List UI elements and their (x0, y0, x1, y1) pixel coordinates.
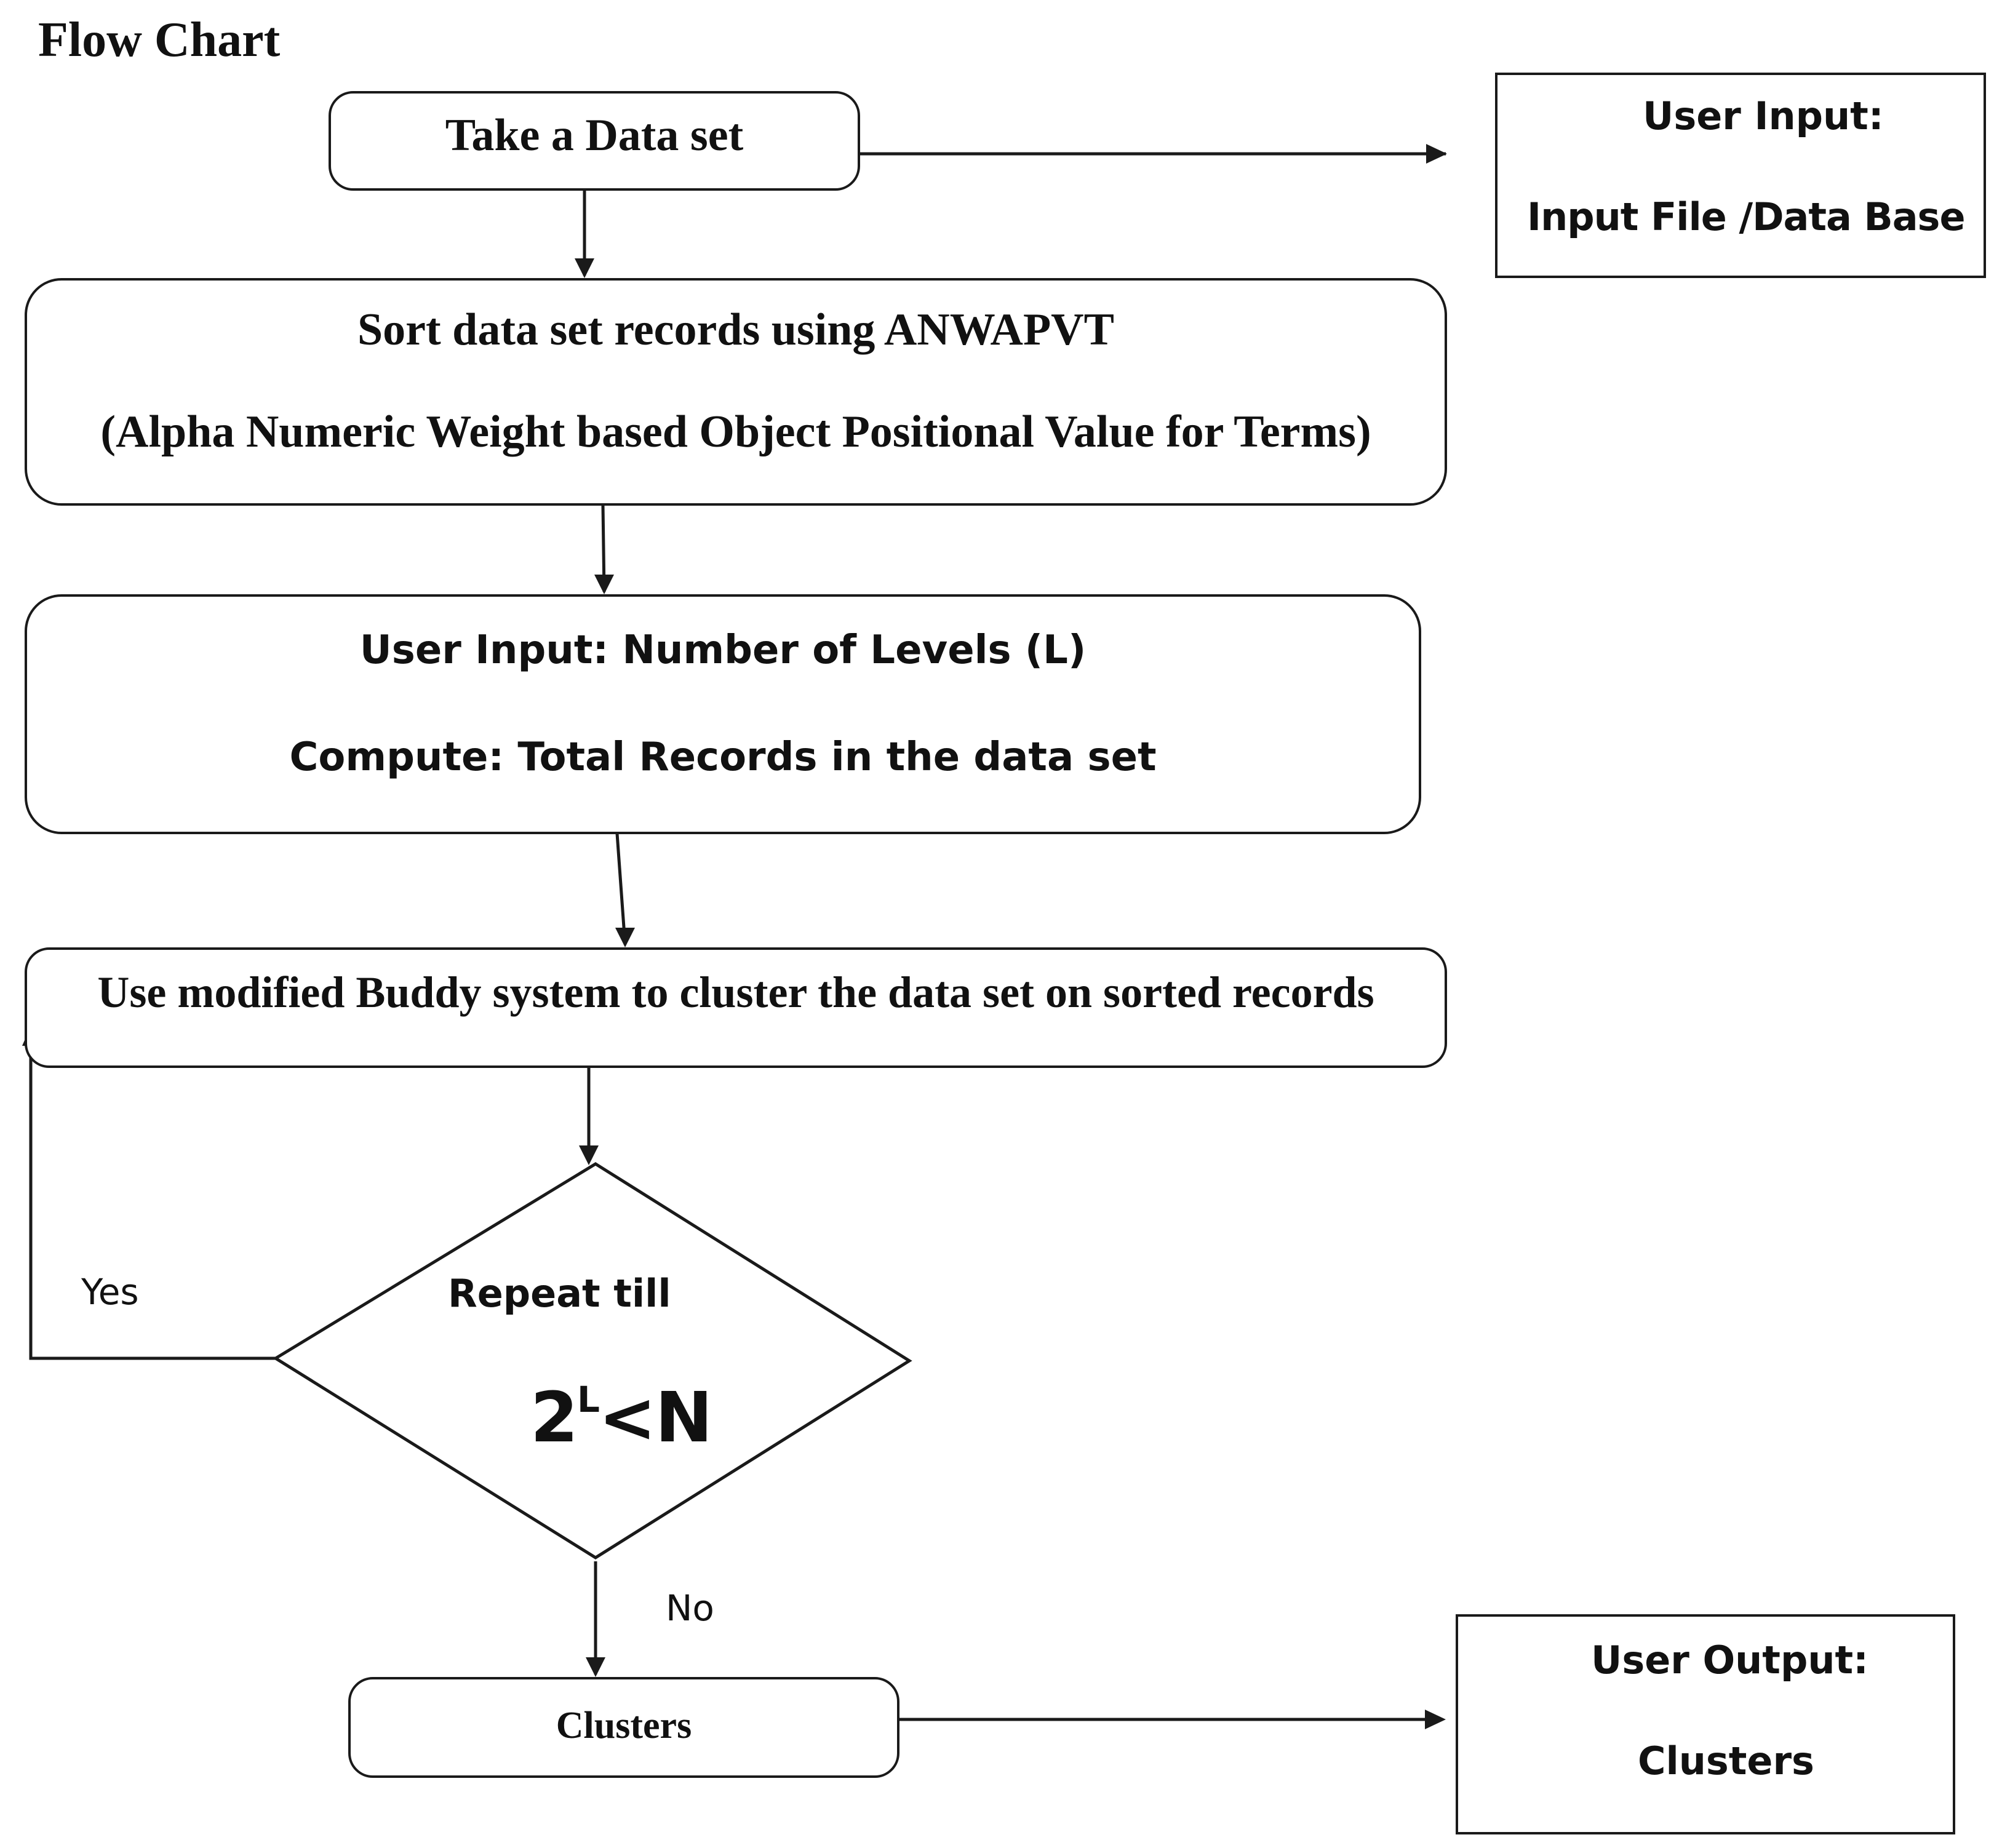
node-clusters-label: Clusters (556, 1705, 692, 1746)
user-input-heading: User Input: (1643, 94, 1884, 138)
arrowhead-levels (594, 575, 614, 594)
edge-label-yes: Yes (81, 1271, 139, 1313)
user-output-heading: User Output: (1591, 1638, 1868, 1683)
arrow-yes-loop (29, 1035, 276, 1360)
node-buddy: Use modified Buddy system to cluster the… (25, 947, 1447, 1068)
node-buddy-label: Use modified Buddy system to cluster the… (97, 968, 1374, 1017)
page-title: Flow Chart (38, 13, 281, 67)
node-take-dataset: Take a Data set (329, 91, 860, 191)
decision-diamond (273, 1162, 912, 1559)
node-take-dataset-label: Take a Data set (445, 110, 744, 161)
arrowhead-buddy (615, 928, 635, 947)
decision-formula-exponent: L (576, 1379, 600, 1420)
arrowhead-decision (579, 1145, 599, 1165)
node-levels-line1: User Input: Number of Levels (L) (359, 627, 1087, 673)
decision-formula-base: 2 (530, 1378, 578, 1458)
user-input-text: Input File /Data Base (1527, 194, 1965, 239)
user-output-text: Clusters (1638, 1738, 1814, 1783)
arrowhead-userinput (1426, 144, 1447, 164)
arrowhead-sort (575, 258, 594, 278)
node-levels-line2: Compute: Total Records in the data set (289, 735, 1157, 780)
node-user-input: User Input: Input File /Data Base (1495, 73, 1986, 278)
node-levels: User Input: Number of Levels (L) Compute… (25, 594, 1421, 834)
node-sort-line2: (Alpha Numeric Weight based Object Posit… (100, 407, 1371, 457)
edge-label-no: No (666, 1587, 714, 1629)
node-sort-line1: Sort data set records using ANWAPVT (357, 305, 1114, 355)
node-sort: Sort data set records using ANWAPVT (Alp… (25, 278, 1447, 506)
arrowhead-output (1425, 1710, 1446, 1729)
decision-formula-rest: <N (598, 1378, 713, 1458)
arrow-levels-to-buddy (615, 833, 627, 945)
node-clusters: Clusters (348, 1677, 899, 1778)
arrowhead-clusters (586, 1657, 605, 1677)
decision-formula: 2L<N (530, 1378, 713, 1458)
node-user-output: User Output: Clusters (1456, 1614, 1955, 1834)
decision-line1: Repeat till (448, 1271, 671, 1316)
